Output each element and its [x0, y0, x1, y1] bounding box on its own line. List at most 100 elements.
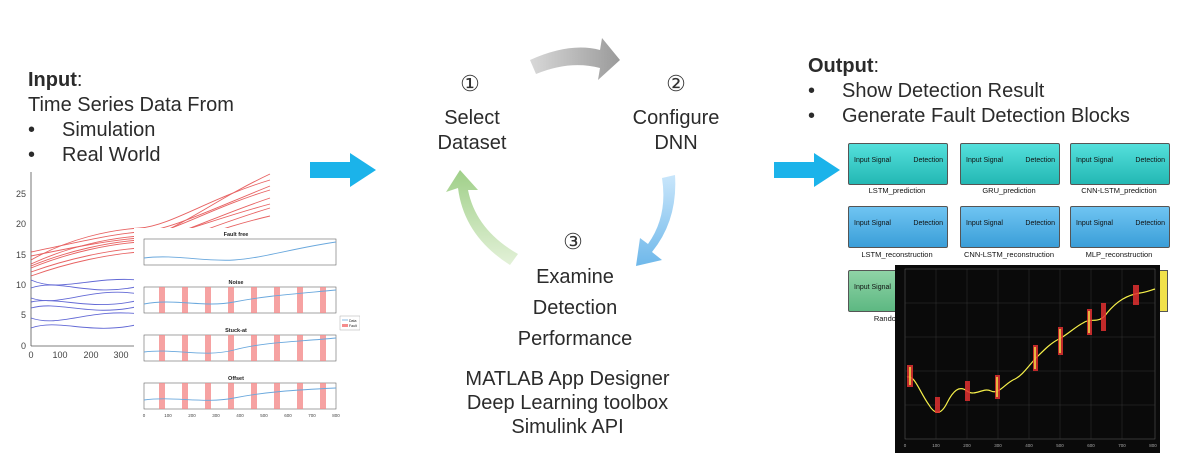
block-label: GRU_prediction	[982, 186, 1036, 195]
y-tick-label: 20	[16, 219, 26, 229]
bullet-dot: •	[808, 80, 816, 102]
port-input-label: Input Signal	[854, 220, 891, 227]
port-input-label: Input Signal	[966, 157, 1003, 164]
x-tick-label: 100	[932, 443, 940, 448]
tool-simulink-api: Simulink API	[511, 416, 624, 438]
input-item-simulation: Simulation	[62, 119, 156, 141]
fault-subplots: Fault free Noise Data Fault Stuck-at Off…	[134, 228, 360, 424]
output-colon: :	[873, 55, 880, 77]
output-bullet-generate-blocks: • Generate Fault Detection Blocks	[808, 104, 1130, 129]
x-tick-label: 300	[994, 443, 1002, 448]
port-input-label: Input Signal	[966, 220, 1003, 227]
y-tick-label: 5	[21, 310, 26, 320]
step-3-number: ③	[563, 229, 583, 254]
x-tick-label: 0	[904, 443, 907, 448]
subplot-title-stuck-at: Stuck-at	[225, 328, 247, 334]
bullet-dot: •	[808, 105, 816, 127]
y-tick-label: 0	[21, 341, 26, 351]
step-2-line: DNN	[654, 132, 698, 154]
bullet-dot: •	[28, 144, 36, 166]
step-3-line: Performance	[517, 328, 633, 350]
step-3-line: Detection	[532, 297, 618, 319]
step-2-number: ②	[666, 71, 686, 96]
top-cycle-arrow-icon	[530, 38, 620, 80]
step-3-line: Examine	[536, 266, 614, 288]
output-item-generate-blocks: Generate Fault Detection Blocks	[842, 105, 1130, 127]
port-output-label: Detection	[913, 157, 943, 164]
x-tick-label: 100	[52, 350, 67, 360]
stuck-at-fault-bands	[159, 335, 326, 361]
right-cycle-arrow-icon	[636, 175, 676, 266]
subplot-title-fault-free: Fault free	[224, 232, 249, 238]
input-description: Time Series Data From	[28, 94, 234, 116]
input-arrow-icon	[310, 153, 376, 187]
tool-matlab-app-designer: MATLAB App Designer	[465, 368, 670, 390]
port-input-label: Input Signal	[1076, 220, 1113, 227]
x-tick-label: 0	[28, 350, 33, 360]
cycle-arrows	[446, 38, 676, 266]
block-mlp-reconstruction[interactable]: Input Signal Detection	[1070, 206, 1170, 248]
x-tick-label: 0	[143, 413, 146, 418]
block-label: CNN-LSTM_prediction	[1081, 186, 1157, 195]
left-cycle-arrow-icon	[446, 170, 518, 265]
step-3-label: Examine Detection Performance	[500, 262, 650, 355]
port-output-label: Detection	[1025, 157, 1055, 164]
subplot-title-offset: Offset	[228, 376, 244, 382]
block-label: LSTM_prediction	[868, 186, 926, 195]
step-1-number: ①	[460, 71, 480, 96]
block-cnn-lstm-reconstruction[interactable]: Input Signal Detection	[960, 206, 1060, 248]
step-2-label: Configure DNN	[620, 106, 732, 156]
block-label: CNN-LSTM_reconstruction	[963, 250, 1055, 259]
x-tick-label: 600	[1087, 443, 1095, 448]
input-heading: Input:	[28, 68, 82, 93]
x-tick-label: 200	[963, 443, 971, 448]
port-input-label: Input Signal	[854, 157, 891, 164]
x-tick-label: 800	[332, 413, 340, 418]
output-item-show-result: Show Detection Result	[842, 80, 1045, 102]
subplot-title-noise: Noise	[229, 280, 244, 286]
port-input-label: Input Signal	[1076, 157, 1113, 164]
input-bullet-simulation: • Simulation	[28, 118, 155, 143]
step-2-line: Configure	[632, 107, 720, 129]
result-trace	[906, 288, 1156, 413]
legend-fault: Fault	[349, 324, 357, 328]
step-1-label: Select Dataset	[420, 106, 524, 156]
output-arrow-icon	[774, 153, 840, 187]
block-gru-prediction[interactable]: Input Signal Detection	[960, 143, 1060, 185]
bullet-dot: •	[28, 119, 36, 141]
trace-highlights	[909, 311, 1090, 397]
y-tick-label: 10	[16, 280, 26, 290]
port-output-label: Detection	[1135, 220, 1165, 227]
block-label: Random	[873, 314, 903, 323]
x-tick-label: 300	[212, 413, 220, 418]
legend-data: Data	[349, 319, 356, 323]
block-label: LSTM_reconstruction	[861, 250, 933, 259]
block-lstm-prediction[interactable]: Input Signal Detection	[848, 143, 948, 185]
noise-fault-bands	[159, 287, 326, 313]
x-tick-label: 700	[308, 413, 316, 418]
input-colon: :	[76, 69, 83, 91]
detection-result-plot: 0 100 200 300 400 500 600 700 800	[895, 265, 1160, 453]
y-tick-label: 15	[16, 250, 26, 260]
output-heading: Output:	[808, 54, 879, 79]
input-bullet-real-world: •Real World	[28, 143, 161, 168]
blue-series-group	[30, 278, 141, 329]
x-tick-label: 500	[260, 413, 268, 418]
tools-list: MATLAB App Designer Deep Learning toolbo…	[430, 367, 705, 439]
x-tick-label: 500	[1056, 443, 1064, 448]
input-title: Input	[28, 69, 77, 91]
y-tick-label: 25	[16, 189, 26, 199]
step-1-line: Select	[444, 107, 500, 129]
x-tick-label: 400	[236, 413, 244, 418]
x-tick-label: 100	[164, 413, 172, 418]
output-title: Output	[808, 55, 874, 77]
x-tick-label: 400	[1025, 443, 1033, 448]
x-tick-label: 200	[188, 413, 196, 418]
port-input-label: Input Signal	[854, 284, 891, 291]
step-1-line: Dataset	[437, 132, 507, 154]
port-output-label: Detection	[1025, 220, 1055, 227]
x-tick-label: 800	[1149, 443, 1157, 448]
x-tick-label: 300	[113, 350, 128, 360]
